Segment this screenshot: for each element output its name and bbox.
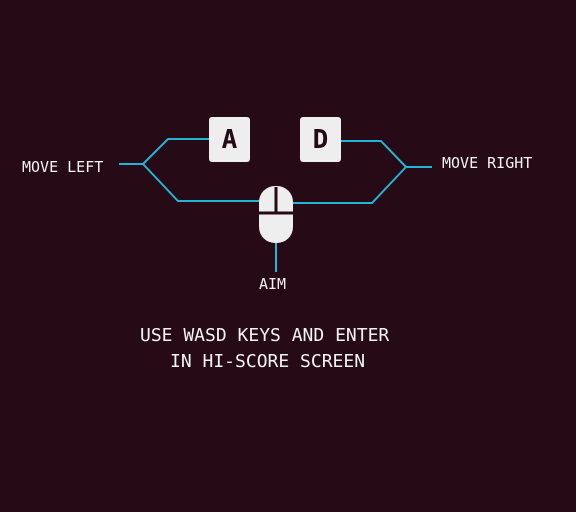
key-d-icon: D	[300, 117, 341, 162]
aim-label: AIM	[259, 275, 287, 293]
instructions-line-2: IN HI-SCORE SCREEN	[170, 351, 366, 372]
connector-right-lower	[292, 166, 407, 204]
connector-left-lower	[142, 163, 262, 202]
connector-left-upper	[119, 138, 210, 165]
instructions-line-1: USE WASD KEYS AND ENTER	[140, 325, 390, 346]
connector-right-upper	[340, 140, 432, 168]
mouse-icon	[259, 186, 293, 243]
move-right-label: MOVE RIGHT	[442, 154, 533, 172]
key-d-label: D	[312, 124, 329, 155]
move-left-label: MOVE LEFT	[22, 158, 104, 176]
key-a-icon: A	[209, 117, 250, 162]
key-a-label: A	[221, 124, 238, 155]
